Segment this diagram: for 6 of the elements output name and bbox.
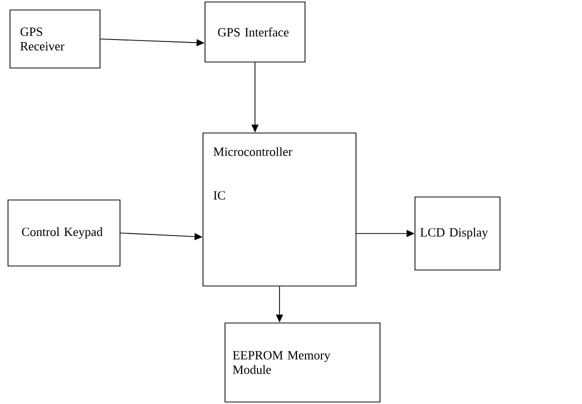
block-box: EEPROM Memory Module bbox=[224, 322, 380, 402]
block-box: Control Keypad bbox=[8, 200, 120, 266]
block-box: GPS Interface bbox=[204, 2, 306, 62]
block-box: GPS Receiver bbox=[10, 10, 100, 68]
block-box: Microcontroller IC bbox=[202, 132, 356, 286]
block-box: LCD Display bbox=[414, 196, 500, 270]
